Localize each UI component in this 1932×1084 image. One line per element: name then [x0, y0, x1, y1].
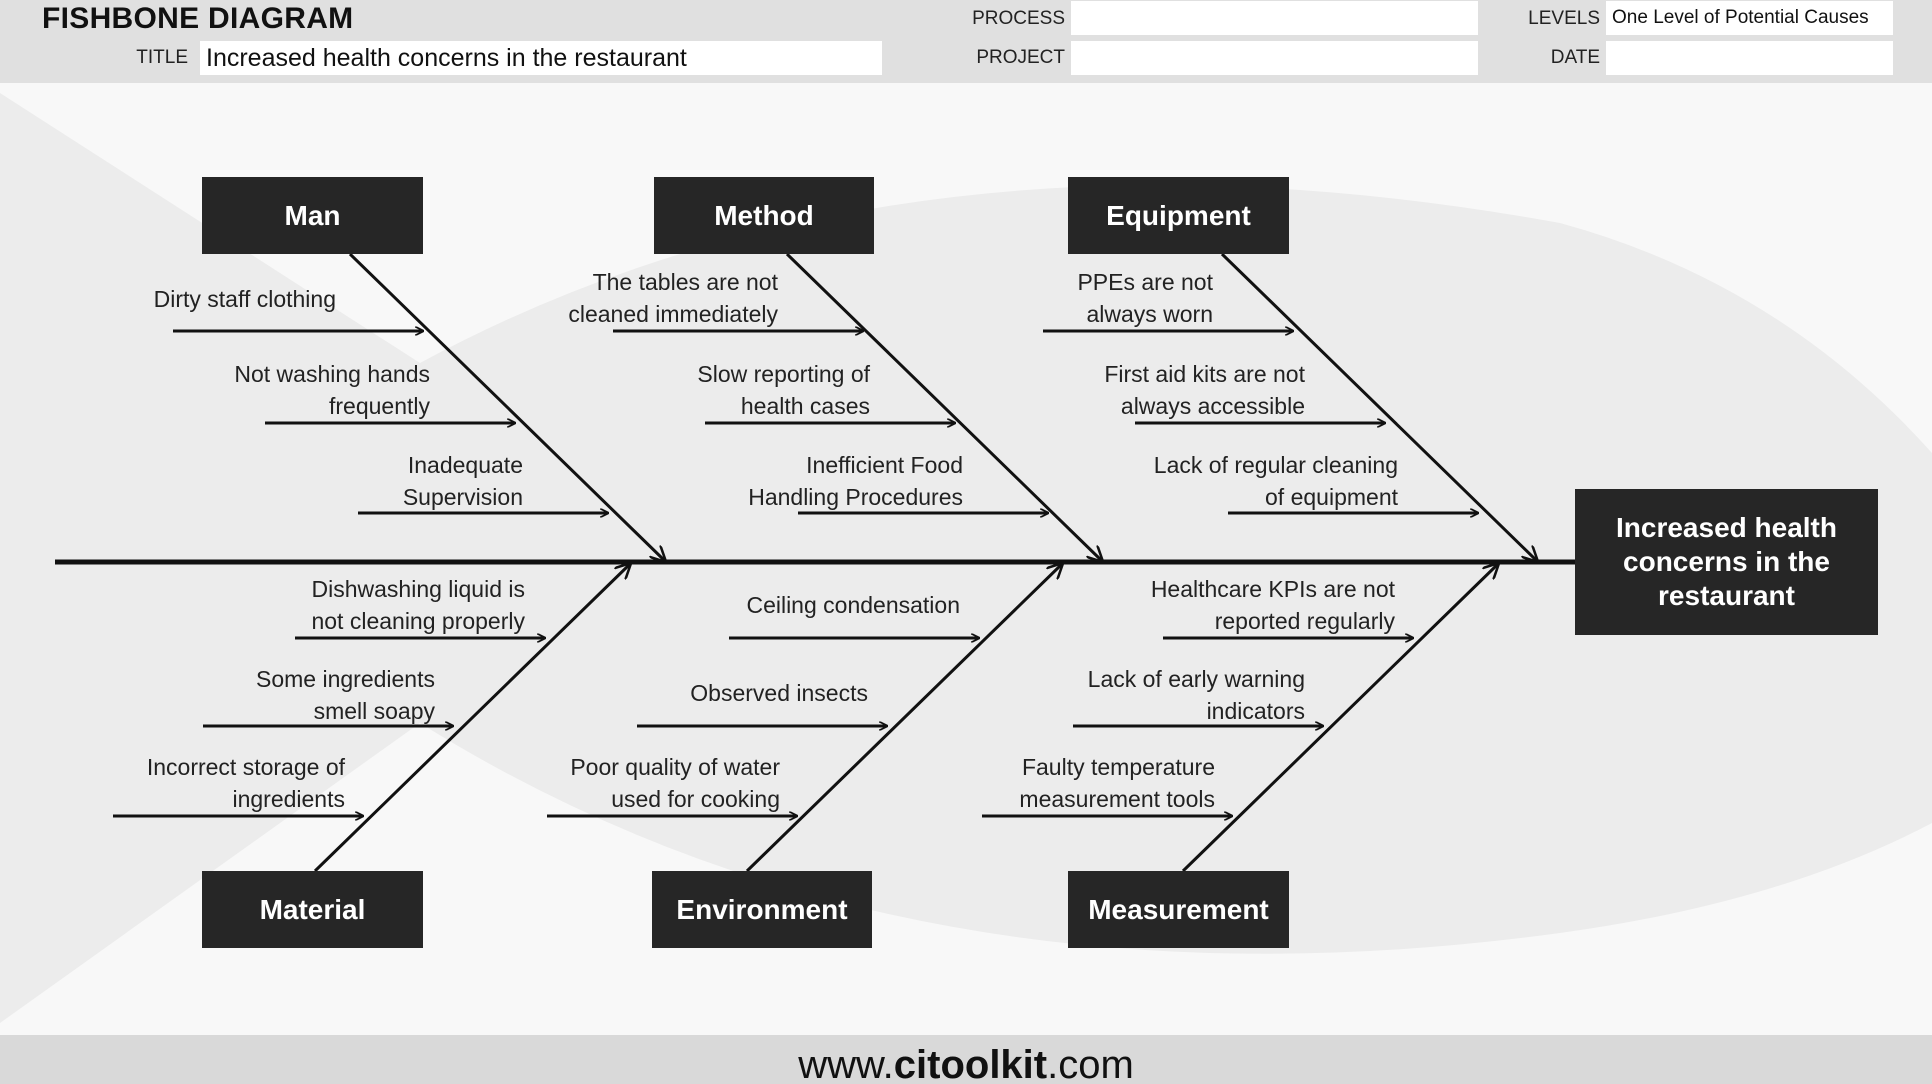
category-man: Man — [202, 177, 423, 254]
document-title: FISHBONE DIAGRAM — [42, 2, 354, 35]
cause-equipment-2: First aid kits are not always accessible — [1104, 361, 1305, 419]
fishbone-canvas: Man Method Equipment Material Environmen… — [0, 83, 1932, 1035]
effect-box: Increased health concerns in the restaur… — [1575, 489, 1878, 635]
cause-measurement-1: Healthcare KPIs are not reported regular… — [1150, 576, 1395, 634]
bone-method — [785, 252, 1102, 561]
cause-measurement-3: Faulty temperature measurement tools — [1019, 754, 1215, 812]
category-material: Material — [202, 871, 423, 948]
process-label: PROCESS — [972, 8, 1065, 29]
fish-body-shape — [0, 93, 1932, 1023]
bone-measurement — [1181, 564, 1498, 873]
cause-equipment-1: PPEs are not always worn — [1077, 269, 1213, 327]
header-bar: FISHBONE DIAGRAM TITLE Increased health … — [0, 0, 1932, 83]
website-link[interactable]: www.citoolkit.com — [0, 1035, 1932, 1084]
cause-method-3: Inefficient Food Handling Procedures — [748, 452, 963, 510]
fishbone-lines — [0, 93, 1932, 1023]
cause-material-1: Dishwashing liquid is not cleaning prope… — [311, 576, 525, 634]
category-environment: Environment — [652, 871, 872, 948]
cause-environment-1: Ceiling condensation — [746, 592, 960, 618]
cause-environment-3: Poor quality of water used for cooking — [570, 754, 780, 812]
category-equipment: Equipment — [1068, 177, 1289, 254]
project-label: PROJECT — [976, 47, 1065, 68]
cause-man-1: Dirty staff clothing — [153, 286, 336, 312]
bone-equipment — [1220, 252, 1537, 561]
category-method: Method — [654, 177, 874, 254]
category-measurement: Measurement — [1068, 871, 1289, 948]
project-field[interactable] — [1071, 41, 1478, 75]
cause-man-2: Not washing hands frequently — [234, 361, 430, 419]
cause-environment-2: Observed insects — [690, 680, 868, 706]
title-label: TITLE — [136, 47, 188, 68]
site-prefix: www. — [798, 1043, 894, 1084]
bone-environment — [745, 564, 1062, 873]
site-suffix: .com — [1047, 1043, 1134, 1084]
date-label: DATE — [1550, 47, 1600, 68]
cause-material-2: Some ingredients smell soapy — [256, 666, 435, 724]
levels-label: LEVELS — [1528, 8, 1600, 29]
title-field[interactable]: Increased health concerns in the restaur… — [200, 41, 882, 75]
levels-field[interactable]: One Level of Potential Causes — [1606, 1, 1893, 35]
cause-man-3: Inadequate Supervision — [402, 452, 523, 510]
cause-method-2: Slow reporting of health cases — [697, 361, 870, 419]
bone-material — [313, 564, 630, 873]
cause-equipment-3: Lack of regular cleaning of equipment — [1153, 452, 1398, 510]
cause-measurement-2: Lack of early warning indicators — [1087, 666, 1305, 724]
site-brand: citoolkit — [893, 1043, 1048, 1084]
cause-method-1: The tables are not cleaned immediately — [568, 269, 778, 327]
date-field[interactable] — [1606, 41, 1893, 75]
bone-man — [348, 252, 665, 561]
process-field[interactable] — [1071, 1, 1478, 35]
footer-bar: www.citoolkit.com — [0, 1035, 1932, 1084]
cause-material-3: Incorrect storage of ingredients — [146, 754, 345, 812]
